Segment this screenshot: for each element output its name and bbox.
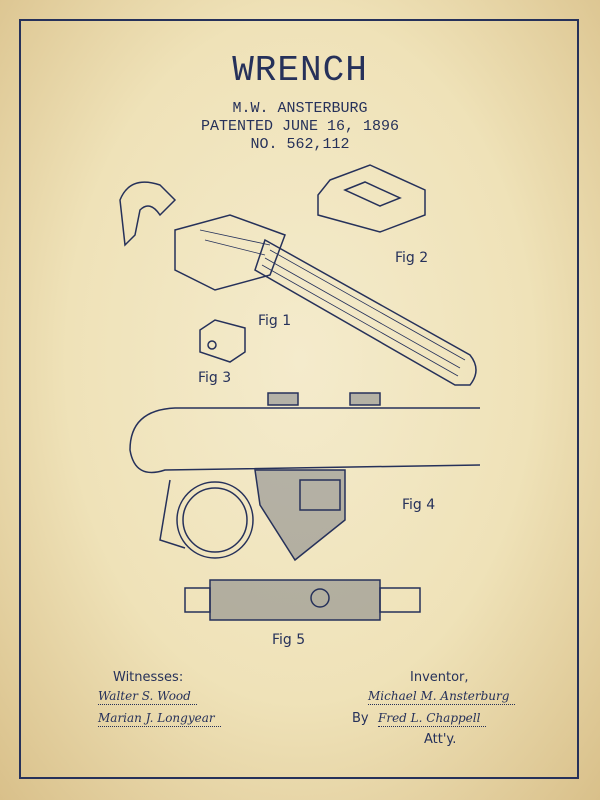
fig2-label: Fig 2 [395,250,429,266]
fig3-label: Fig 3 [198,370,232,386]
fig4-drawing [129,392,481,562]
fig5-drawing [184,579,421,621]
fig4-label: Fig 4 [402,497,436,513]
atty-label: Att'y. [424,732,457,747]
attorney-signature: Fred L. Chappell [378,711,487,727]
witnesses-label: Witnesses: [113,670,184,685]
fig2-drawing [317,164,426,233]
patent-number: NO. 562,112 [250,136,350,153]
fig5-label: Fig 5 [272,632,306,648]
witness-signature-2: Marian J. Longyear [98,711,221,727]
patent-date: PATENTED JUNE 16, 1896 [200,118,400,135]
by-label: By [352,711,369,726]
fig1-label: Fig 1 [258,313,292,329]
wrench-figure [119,181,477,386]
patent-title: WRENCH [232,50,368,91]
witness-signature-1: Walter S. Wood [98,689,197,705]
poster-border [19,19,579,779]
inventor-name: M.W. ANSTERBURG [232,100,368,117]
inventor-label: Inventor, [410,670,469,685]
inventor-signature: Michael M. Ansterburg [368,689,516,705]
fig3-drawing [199,319,246,363]
